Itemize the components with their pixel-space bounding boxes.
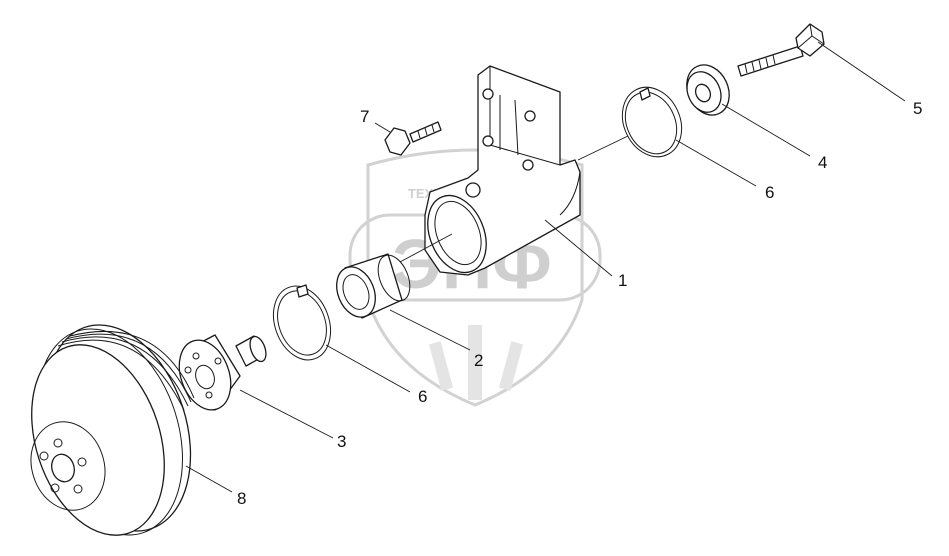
snap-ring-upper <box>621 86 683 158</box>
leader-7 <box>374 122 391 133</box>
bushing <box>336 253 411 319</box>
snap-ring-lower <box>272 284 332 361</box>
watermark-shield <box>366 148 584 407</box>
leader-8 <box>185 465 233 493</box>
leader-5 <box>817 41 906 102</box>
leader-4 <box>721 103 811 157</box>
long-bolt <box>737 23 825 77</box>
callout-hub: 3 <box>337 432 346 451</box>
callout-long-bolt: 5 <box>913 99 922 118</box>
callout-washer: 4 <box>818 153 827 172</box>
callout-pulley: 8 <box>237 489 246 508</box>
watermark-wheat-icon <box>428 325 524 400</box>
callout-bushing: 2 <box>474 351 483 370</box>
callout-short-bolt: 7 <box>360 107 369 126</box>
callout-bracket: 1 <box>618 271 627 290</box>
callout-snap-ring-lower: 6 <box>418 387 427 406</box>
callouts: 1 2 3 4 5 6 6 7 8 <box>237 99 922 508</box>
leader-lines <box>185 41 906 493</box>
leader-2 <box>389 309 471 351</box>
callout-snap-ring-upper: 6 <box>765 183 774 202</box>
bracket <box>424 65 581 276</box>
leader-6-lower <box>325 344 411 393</box>
washer <box>686 64 730 116</box>
pulley <box>30 324 195 536</box>
assembly-axis-lines <box>399 135 629 263</box>
leader-6-upper <box>675 139 757 187</box>
leader-3 <box>239 389 334 439</box>
short-bolt <box>384 121 442 156</box>
hub <box>178 334 267 411</box>
leader-1 <box>544 219 613 277</box>
